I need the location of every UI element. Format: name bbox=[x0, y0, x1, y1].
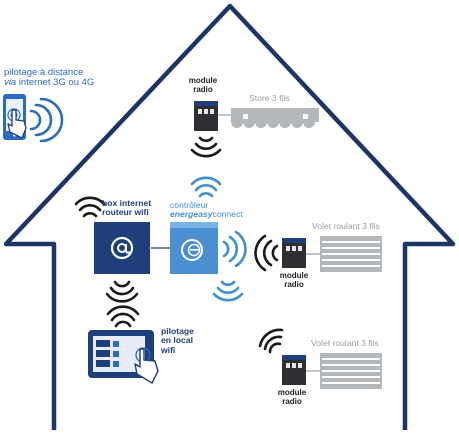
tablet-local bbox=[88, 330, 159, 384]
roller-shutter-1-icon bbox=[320, 236, 382, 272]
box-line1: box internet bbox=[102, 198, 152, 208]
hand-icon bbox=[134, 348, 159, 384]
roller-shutter-2-icon bbox=[320, 353, 382, 389]
local-line1: pilotage bbox=[161, 326, 194, 336]
box-line2: routeur wifi bbox=[102, 207, 149, 218]
controller-label: contrôleur energeasyconnect bbox=[170, 200, 243, 220]
volet-label-1: Volet roulant 3 fils bbox=[312, 221, 380, 231]
local-control-label: pilotage en local wifi bbox=[161, 326, 194, 355]
local-line2: en local bbox=[161, 335, 193, 346]
radio-module-2 bbox=[282, 238, 306, 268]
controller-brand-rest: connect bbox=[212, 209, 243, 220]
wifi-waves-remote bbox=[29, 97, 64, 143]
controller-energeasy-connect bbox=[170, 222, 218, 274]
radio-module-1 bbox=[194, 101, 218, 131]
smartphone-remote bbox=[3, 94, 27, 140]
module3-line2: radio bbox=[282, 396, 302, 406]
radio-module-3 bbox=[282, 355, 306, 385]
house-outline bbox=[3, 3, 456, 430]
wifi-waves-tablet bbox=[106, 305, 140, 328]
module2-line1: module bbox=[279, 271, 309, 280]
local-line3: wifi bbox=[161, 344, 176, 355]
module1-line2: radio bbox=[193, 84, 213, 94]
remote-line2-rest: internet 3G ou 4G bbox=[16, 77, 95, 89]
controller-line1: contrôleur bbox=[170, 200, 209, 210]
module1-line1: module bbox=[188, 76, 218, 85]
radio-waves-module2 bbox=[254, 234, 279, 272]
remote-control-label: pilotage à distance via internet 3G ou 4… bbox=[4, 67, 95, 89]
box-label: box internet routeur wifi bbox=[102, 198, 152, 218]
remote-line2-italic: via bbox=[4, 77, 17, 89]
store-label: Store 3 fils bbox=[249, 93, 290, 103]
module2-line2: radio bbox=[284, 279, 304, 289]
radio-waves-controller-bottom bbox=[212, 280, 244, 302]
radio-waves-controller-right bbox=[222, 230, 247, 268]
radio-waves-module1 bbox=[190, 136, 222, 158]
wifi-waves-box-bottom bbox=[105, 280, 139, 303]
module-label-2: module radio bbox=[278, 271, 310, 289]
at-sign-icon bbox=[110, 236, 134, 260]
radio-waves-module3 bbox=[258, 328, 284, 354]
module-label-1: module radio bbox=[187, 76, 219, 94]
module3-line1: module bbox=[277, 388, 307, 397]
volet-label-2: Volet roulant 3 fils bbox=[311, 338, 379, 348]
awning-store-icon bbox=[231, 108, 319, 128]
remote-line1: pilotage à distance bbox=[4, 67, 84, 78]
wifi-waves-box bbox=[74, 196, 106, 218]
module-label-3: module radio bbox=[276, 388, 308, 406]
controller-brand-italic: energeasy bbox=[170, 209, 213, 220]
e-logo-icon bbox=[181, 239, 203, 261]
wifi-waves-controller-top bbox=[190, 176, 222, 198]
hand-icon bbox=[7, 109, 27, 139]
box-internet-router bbox=[94, 222, 150, 274]
